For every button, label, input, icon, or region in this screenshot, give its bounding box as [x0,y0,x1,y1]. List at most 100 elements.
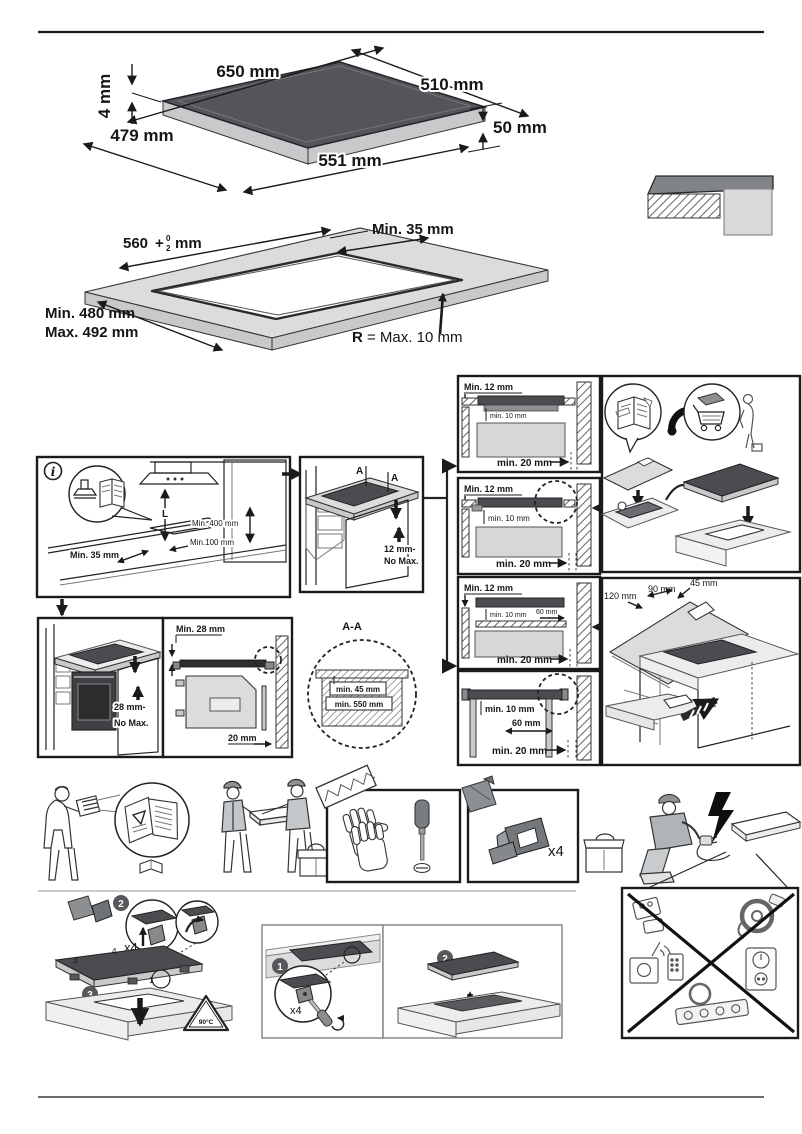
worktop-section-panel: A A 12 mm- No Max. [298,455,425,594]
manual-phone-bubble [604,383,662,454]
f3-vent-gap: 60 mm [536,609,558,616]
mounting-steps: 2 x4 4 3 1 3 90°C [45,895,233,1041]
open-book-icon [615,396,653,430]
bracket-mini-icon [91,899,113,923]
bracket-detail-circle-2 [175,900,219,944]
flush-section-4: min. 10 mm 60 mm min. 20 mm [456,669,602,767]
worktop-cutout-icon [674,519,792,567]
dim-cutout-tol-sign: + [155,235,164,252]
dim-body-width: 479 mm [110,126,173,145]
step2-badge: 2 [113,895,129,911]
section-marker-a2: A [391,473,398,484]
manual-warning-bubble [114,782,190,874]
section-connector [423,458,458,674]
insert-arrow-icon [680,696,720,722]
bracket-qty-label: x4 [548,843,564,860]
part-number-1: 1 [149,976,154,985]
part-number-3: 3 [73,956,78,965]
dim-hood-height: Min. 400 mm [192,519,239,528]
f3-top-gap: Min. 12 mm [464,583,513,593]
timer-plug-icon [745,947,777,991]
toolbox-icon [583,833,625,873]
hood-drawing [138,459,287,563]
f2-wall-gap: min. 20 mm [496,559,551,570]
dim-body-height: 50 mm [493,118,547,137]
dim-cutout-tol-bottom: 2 [166,244,171,253]
dim-cutout-depth-max: Max. 492 mm [45,324,138,341]
dim-oven-gap-2: No Max. [114,718,149,728]
hood-manual-bubble [68,465,153,523]
aa-section-detail: A-A min. 45 mm min. 550 mm [307,621,417,749]
lightning-icon [708,792,734,843]
oven-clearance-panel: 28 mm- No Max. [36,616,165,759]
hob-in-foam-icon [600,497,680,529]
unboxing-panel [600,374,802,574]
bracket-detail-circle-1 [125,899,179,953]
oven-icon [71,671,117,731]
svg-text:3: 3 [87,990,93,1001]
step1-badge: 1 [272,958,288,974]
f4-ledge-gap: min. 10 mm [485,704,535,714]
f1-top-gap: Min. 12 mm [464,382,513,392]
dim-body-depth: 551 mm [318,151,381,170]
hob-dimensions-diagram: 650 mm 510 mm 4 mm 479 mm 551 mm 50 mm [82,45,547,196]
part-number-4: 4 [112,947,117,956]
dim-hood-distance: L [162,509,168,520]
hob-with-brackets [54,945,204,988]
dim-notch-depth: 45 mm [690,578,718,588]
ventilation-clearance-panel: i L Min. [35,455,292,599]
screwdriver-icon [413,799,431,874]
base-cabinet-drawing [304,466,420,589]
screwdriver-icon [308,998,333,1027]
svg-text:2: 2 [118,899,124,910]
screw-qty-label: x4 [290,1005,302,1017]
worktop-opening-drawing [397,991,561,1038]
dim-glass-thickness: 4 mm [95,74,114,118]
dim-front-gap-2: No Max. [384,556,419,566]
max-temp-label: 90°C [199,1018,214,1026]
dim-aa-width: min. 550 mm [335,700,383,709]
overlap-mount-icon [646,175,774,236]
max-temp-triangle: 90°C [182,994,230,1032]
hob-slab-icon [730,811,802,843]
forbidden-electrical-panel [620,886,800,1040]
warning-triangle-icon [131,809,147,826]
flush-section-2: Min. 12 mm min. 10 mm min. 20 mm [456,476,608,576]
dim-rear-clearance: Min.100 mm [190,538,234,547]
removal-step-2-panel: 2 [382,924,563,1039]
dim-front-gap-1: 12 mm- [384,544,416,554]
helmet-icon [658,793,681,804]
svg-text:1: 1 [277,962,283,973]
f3-wall-gap: min. 20 mm [497,655,552,666]
dim-aa-depth: min. 45 mm [336,685,380,694]
f2-top-gap: Min. 12 mm [464,484,513,494]
hood-icon [72,479,98,499]
dim-board-width: 120 mm [604,591,637,601]
book-icon [139,859,163,874]
gasket-cart-bubble [683,383,741,441]
svg-text:2: 2 [442,954,448,965]
dim-cutout-tol-top: 0 [166,234,171,243]
removal-step-1-panel: 1 x4 [261,924,384,1039]
dim-oven-top-gap: Min. 28 mm [176,624,225,634]
dim-cutout-width: 560 [123,235,148,252]
hob-unit-icon [682,463,780,503]
f1-ledge-gap: min. 10 mm [490,413,527,420]
dim-corner-radius-symbol: R [352,329,363,346]
manual-book-icon [99,478,125,508]
dim-cutout-unit: mm [175,235,202,252]
section-marker-a1: A [356,466,363,477]
dim-wall-clearance: Min. 35 mm [372,221,454,238]
gloves-icon [342,807,389,872]
leaflet-icon [75,795,101,817]
aa-title: A-A [342,621,362,633]
dim-top-width: 650 mm [216,62,279,81]
foam-lid-icon [602,457,674,491]
f1-wall-gap: min. 20 mm [497,458,552,469]
read-manual-figure [43,785,121,881]
svg-text:i: i [51,465,56,479]
plug-icon [696,835,731,862]
screw-bag-icon [461,775,497,813]
board-insert-icon [605,693,717,731]
